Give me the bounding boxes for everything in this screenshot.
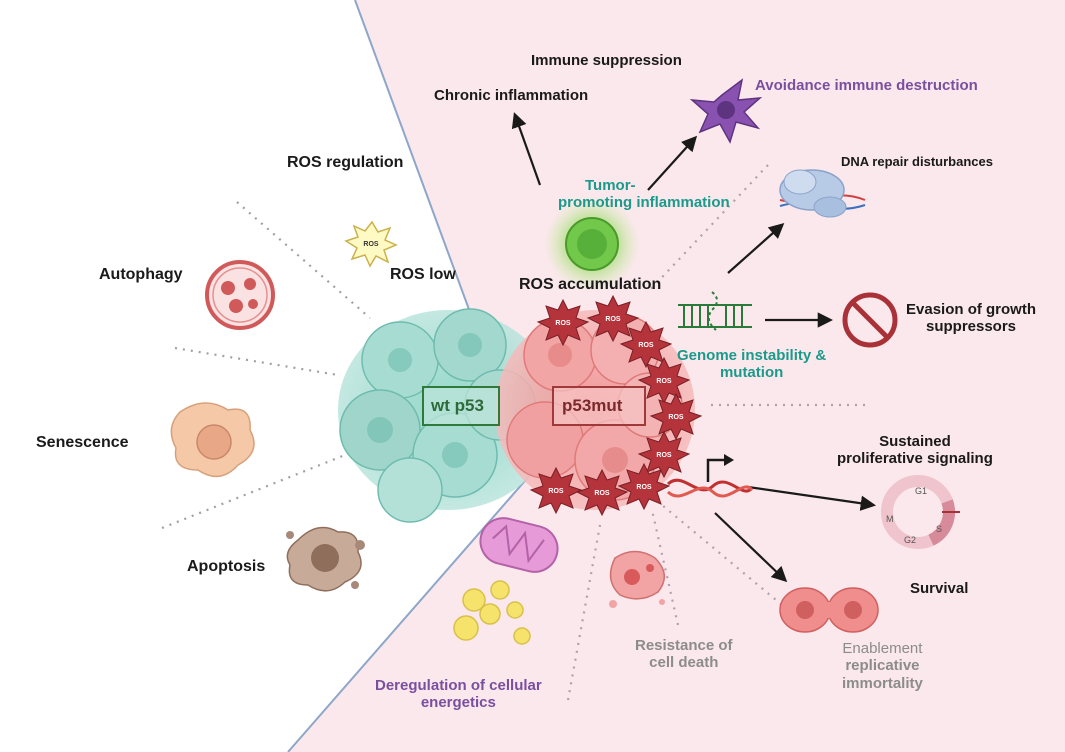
mitochondria-icon xyxy=(479,517,559,573)
enablement-line2: replicative xyxy=(845,657,920,675)
avoidance-immune-label: Avoidance immune destruction xyxy=(755,77,978,94)
ros-badge: ROS xyxy=(548,488,564,495)
ros-badge: ROS xyxy=(555,320,571,327)
cell-cycle-ring xyxy=(881,475,960,549)
deregulation-line2: energetics xyxy=(420,694,496,712)
dna-helix-icon xyxy=(666,454,754,498)
chronic-inflammation-label: Chronic inflammation xyxy=(434,87,589,104)
genome-instability-label: Genome instability & mutation xyxy=(677,347,826,382)
tumor-promoting-line2: promoting inflammation xyxy=(558,194,730,212)
phase-g2-label: G2 xyxy=(904,535,916,545)
senescence-cell-icon xyxy=(170,402,255,478)
deregulation-line1: Deregulation of cellular xyxy=(375,677,542,694)
phase-s-label: S xyxy=(936,524,942,534)
prohibition-icon xyxy=(842,292,898,348)
autophagy-label: Autophagy xyxy=(99,266,183,283)
ros-low-label: ROS low xyxy=(390,266,456,283)
dotted-rays-right xyxy=(566,164,865,701)
immune-suppression-label: Immune suppression xyxy=(531,52,682,69)
dividing-cell-icon xyxy=(779,587,879,633)
lipid-droplets-icon xyxy=(453,580,531,645)
ros-badge: ROS xyxy=(668,414,684,421)
resistance-line2: cell death xyxy=(649,654,719,672)
deregulation-label: Deregulation of cellular energetics xyxy=(375,677,542,712)
ros-badge: ROS xyxy=(636,484,652,491)
enablement-label: Enablement replicative immortality xyxy=(842,640,923,692)
dna-ladder-icon xyxy=(678,291,752,331)
ros-badge: ROS xyxy=(594,490,610,497)
sustained-signaling-label: Sustained proliferative signaling xyxy=(837,433,993,468)
evasion-line1: Evasion of growth xyxy=(906,301,1037,318)
wt-p53-box xyxy=(422,386,500,426)
tumor-promoting-line1: Tumor- xyxy=(585,177,636,194)
phase-g1-label: G1 xyxy=(915,486,927,496)
ros-regulation-label: ROS regulation xyxy=(287,154,404,171)
enablement-line3: immortality xyxy=(842,674,923,692)
genome-line1: Genome instability & xyxy=(677,347,827,364)
autophagy-icon xyxy=(205,260,275,330)
resistance-line1: Resistance of xyxy=(635,637,733,654)
ros-badge: ROS xyxy=(605,316,621,323)
phase-m-label: M xyxy=(886,514,894,524)
ros-low-burst xyxy=(344,220,398,268)
wt-p53-label: wt p53 xyxy=(431,396,484,415)
genome-line2: mutation xyxy=(719,364,784,382)
dotted-rays-left xyxy=(161,201,371,530)
p53mut-box xyxy=(552,386,646,426)
dna-repair-icon xyxy=(779,169,866,218)
ros-badge: ROS xyxy=(656,452,672,459)
ros-burst-group xyxy=(529,294,703,517)
ros-badge: ROS xyxy=(656,378,672,385)
apoptosis-label: Apoptosis xyxy=(187,558,266,575)
p53mut-label: p53mut xyxy=(562,396,623,415)
dna-repair-label: DNA repair disturbances xyxy=(841,154,993,169)
arrows xyxy=(511,112,877,583)
immune-cell-icon xyxy=(544,196,640,292)
tumor-promoting-label: Tumor- promoting inflammation xyxy=(558,177,730,212)
ros-low-badge: ROS xyxy=(363,241,379,248)
evasion-line2: suppressors xyxy=(925,318,1017,336)
sustained-line2: proliferative signaling xyxy=(837,450,993,468)
enablement-line1: Enablement xyxy=(842,640,923,657)
senescence-label: Senescence xyxy=(36,434,129,451)
evasion-label: Evasion of growth suppressors xyxy=(906,301,1036,336)
dying-cell-icon xyxy=(609,550,665,608)
ros-accumulation-label: ROS accumulation xyxy=(519,276,662,293)
dendritic-cell-icon xyxy=(689,78,763,144)
survival-label: Survival xyxy=(910,580,969,597)
sustained-line1: Sustained xyxy=(879,433,951,450)
ros-badge: ROS xyxy=(638,342,654,349)
resistance-label: Resistance of cell death xyxy=(635,637,733,672)
apoptosis-cell-icon xyxy=(286,526,365,592)
